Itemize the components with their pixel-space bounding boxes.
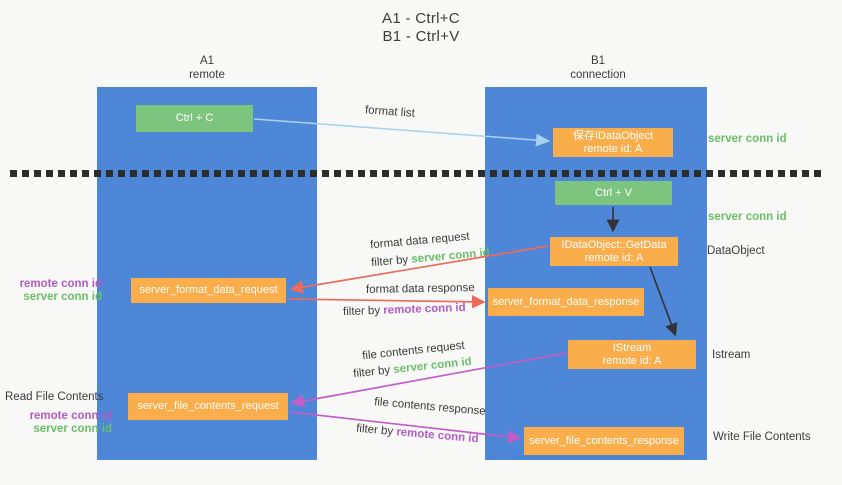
node-file-request-label: server_file_contents_request <box>137 400 279 412</box>
filter-server-conn-id: server conn id <box>392 355 473 376</box>
filter-server-conn-id: server conn id <box>410 246 491 266</box>
label-file-server-conn-id: server conn id <box>33 423 112 435</box>
filter-remote-conn-id: remote conn id <box>395 426 479 446</box>
lane-a1-name: A1 <box>199 55 215 67</box>
node-getdata-line2: remote id: A <box>584 251 644 264</box>
filter-by-text: filter by <box>352 364 394 381</box>
node-server-format-data-response: server_format_data_response <box>488 288 644 316</box>
label-file-contents-response: file contents response <box>373 396 487 418</box>
label-read-file-contents: Read File Contents <box>5 391 104 403</box>
node-ctrl-c: Ctrl + C <box>136 105 253 132</box>
label-format-remote-conn-id: remote conn id <box>19 278 102 290</box>
node-ctrl-v: Ctrl + V <box>555 181 672 205</box>
title-line-1: A1 - Ctrl+C <box>382 10 460 27</box>
node-format-request-label: server_format_data_request <box>139 284 278 296</box>
label-write-file-contents: Write File Contents <box>713 431 811 443</box>
label-dataobject: DataObject <box>707 245 765 257</box>
node-server-file-contents-request: server_file_contents_request <box>128 393 288 420</box>
label-file-conn-ids: remote conn id server conn id <box>20 410 112 436</box>
label-format-data-request: format data request <box>369 230 471 252</box>
node-istream-line2: remote id: A <box>602 354 662 367</box>
label-format-conn-ids: remote conn id server conn id <box>10 278 102 304</box>
node-save-idataobject: 保存IDataObject remote id: A <box>553 128 673 157</box>
label-format-response-filter: filter by remote conn id <box>343 302 466 318</box>
label-istream: Istream <box>712 349 751 361</box>
node-istream-line1: IStream <box>612 341 652 354</box>
label-file-remote-conn-id: remote conn id <box>29 410 112 422</box>
lane-b1-name: B1 <box>590 55 606 67</box>
label-format-request-filter: filter by server conn id <box>371 247 490 269</box>
node-idataobject-getdata: IDataObject::GetData remote id: A <box>550 237 678 266</box>
label-format-data-response: format data response <box>365 282 475 296</box>
node-ctrl-v-label: Ctrl + V <box>595 186 632 199</box>
node-istream: IStream remote id: A <box>568 340 696 369</box>
node-file-response-label: server_file_contents_response <box>529 434 679 447</box>
lane-b1-role: connection <box>570 69 626 81</box>
label-format-list: format list <box>364 104 416 120</box>
node-ctrl-c-label: Ctrl + C <box>175 112 214 124</box>
node-save-idataobject-line1: 保存IDataObject <box>572 129 654 142</box>
phase-divider-dashed-line <box>10 170 823 177</box>
node-server-file-contents-response: server_file_contents_response <box>524 427 684 455</box>
label-format-server-conn-id: server conn id <box>23 291 102 303</box>
lane-a1-role: remote <box>189 69 225 81</box>
filter-by-text: filter by <box>370 253 412 270</box>
lane-header-b1: B1 connection <box>488 54 708 82</box>
node-getdata-line1: IDataObject::GetData <box>561 238 667 251</box>
node-save-idataobject-line2: remote id: A <box>583 142 643 155</box>
diagram-title: A1 - Ctrl+C B1 - Ctrl+V <box>0 10 842 46</box>
node-server-format-data-request: server_format_data_request <box>131 278 286 303</box>
node-format-response-label: server_format_data_response <box>492 295 640 308</box>
lane-header-a1: A1 remote <box>97 54 317 82</box>
filter-by-text: filter by <box>355 422 397 439</box>
label-server-conn-id-top: server conn id <box>708 133 787 145</box>
label-file-response-filter: filter by remote conn id <box>356 423 479 446</box>
label-server-conn-id-mid: server conn id <box>708 211 787 223</box>
filter-by-text: filter by <box>342 304 384 319</box>
title-line-2: B1 - Ctrl+V <box>382 28 460 45</box>
filter-remote-conn-id: remote conn id <box>383 301 466 317</box>
